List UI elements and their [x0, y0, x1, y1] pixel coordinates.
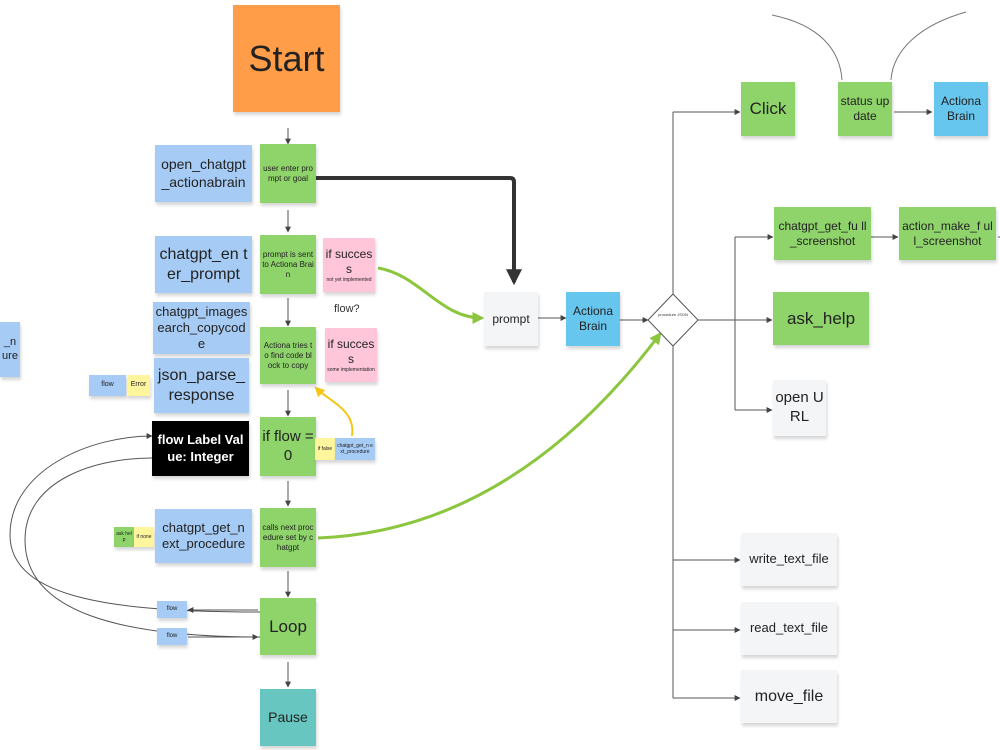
flow-loop-note-2[interactable]: flow	[157, 628, 187, 645]
pause-note[interactable]: Pause	[260, 689, 316, 746]
chatgpt-get-full-note[interactable]: chatgpt_get_fu ll_screenshot	[774, 207, 871, 260]
read-text-file-note[interactable]: read_text_file	[741, 602, 837, 655]
write-text-file-note[interactable]: write_text_file	[741, 533, 837, 586]
loop-note[interactable]: Loop	[260, 598, 316, 655]
loop-back-curves	[9, 433, 261, 638]
prompt-note[interactable]: prompt	[484, 292, 538, 346]
yellow-arrow-if-false	[314, 386, 354, 437]
procedure-json-diamond	[647, 293, 699, 347]
actiona-tries-note[interactable]: Actiona tries to find code block to copy	[260, 327, 316, 384]
open-url-note[interactable]: open URL	[773, 380, 826, 436]
ask-help-note[interactable]: ask_help	[773, 292, 869, 345]
if-false-note[interactable]: if false	[315, 438, 335, 460]
calls-next-note[interactable]: calls next procedure set by chatgpt	[260, 508, 316, 567]
status-update-note[interactable]: status update	[838, 82, 892, 136]
actiona-brain-mid-note[interactable]: Actiona Brain	[566, 292, 620, 346]
flow-label-note[interactable]: flow Label Value: Integer	[152, 421, 249, 476]
if-success-1-title: if success	[325, 246, 373, 276]
click-note[interactable]: Click	[741, 82, 795, 136]
error-small-note[interactable]: Error	[127, 375, 150, 396]
if-none-small-note[interactable]: if none	[134, 527, 154, 547]
chatgpt-get-next-small-note[interactable]: chatgpt_get_n ext_procedure	[335, 438, 375, 460]
green-arrow-success-to-prompt	[377, 266, 485, 324]
start-note[interactable]: Start	[233, 5, 340, 112]
diamond-label: procedure JSON	[658, 312, 688, 317]
flow-small-note[interactable]: flow	[89, 375, 126, 396]
flow-question-label: flow?	[334, 303, 360, 315]
if-success-2-sub: some implementation	[327, 366, 375, 373]
branch-tree	[672, 112, 736, 698]
actiona-brain-top-note[interactable]: Actiona Brain	[934, 82, 988, 136]
if-success-note-1[interactable]: if success not yet implemented	[323, 238, 375, 292]
green-arrow-calls-to-diamond	[317, 332, 662, 540]
if-flow-note[interactable]: if flow = 0	[260, 417, 316, 476]
chatgpt-get-next-note[interactable]: chatgpt_get_n ext_procedure	[155, 509, 252, 563]
open-chatgpt-note[interactable]: open_chatgpt _actionabrain	[155, 145, 252, 202]
if-success-2-title: if success	[327, 336, 375, 366]
if-success-1-sub: not yet implemented	[326, 276, 372, 283]
chatgpt-enter-note[interactable]: chatgpt_en ter_prompt	[155, 236, 252, 293]
prompt-sent-note[interactable]: prompt is sent to Actiona Brain	[260, 235, 316, 294]
json-parse-note[interactable]: json_parse_ response	[154, 358, 249, 413]
action-make-full-note[interactable]: action_make_f ull_screenshot	[899, 207, 996, 260]
chatgpt-images-note[interactable]: chatgpt_images earch_copycode	[153, 302, 250, 354]
flow-loop-note-1[interactable]: flow	[157, 601, 187, 618]
user-enter-note[interactable]: user enter prompt or goal	[260, 144, 316, 203]
dark-arrow-to-prompt	[316, 176, 522, 286]
move-file-note[interactable]: move_file	[741, 670, 837, 723]
left-partial-note[interactable]: _n ure	[0, 322, 20, 377]
if-success-note-2[interactable]: if success some implementation	[325, 328, 377, 382]
ask-help-small-note[interactable]: ask help	[114, 527, 134, 547]
